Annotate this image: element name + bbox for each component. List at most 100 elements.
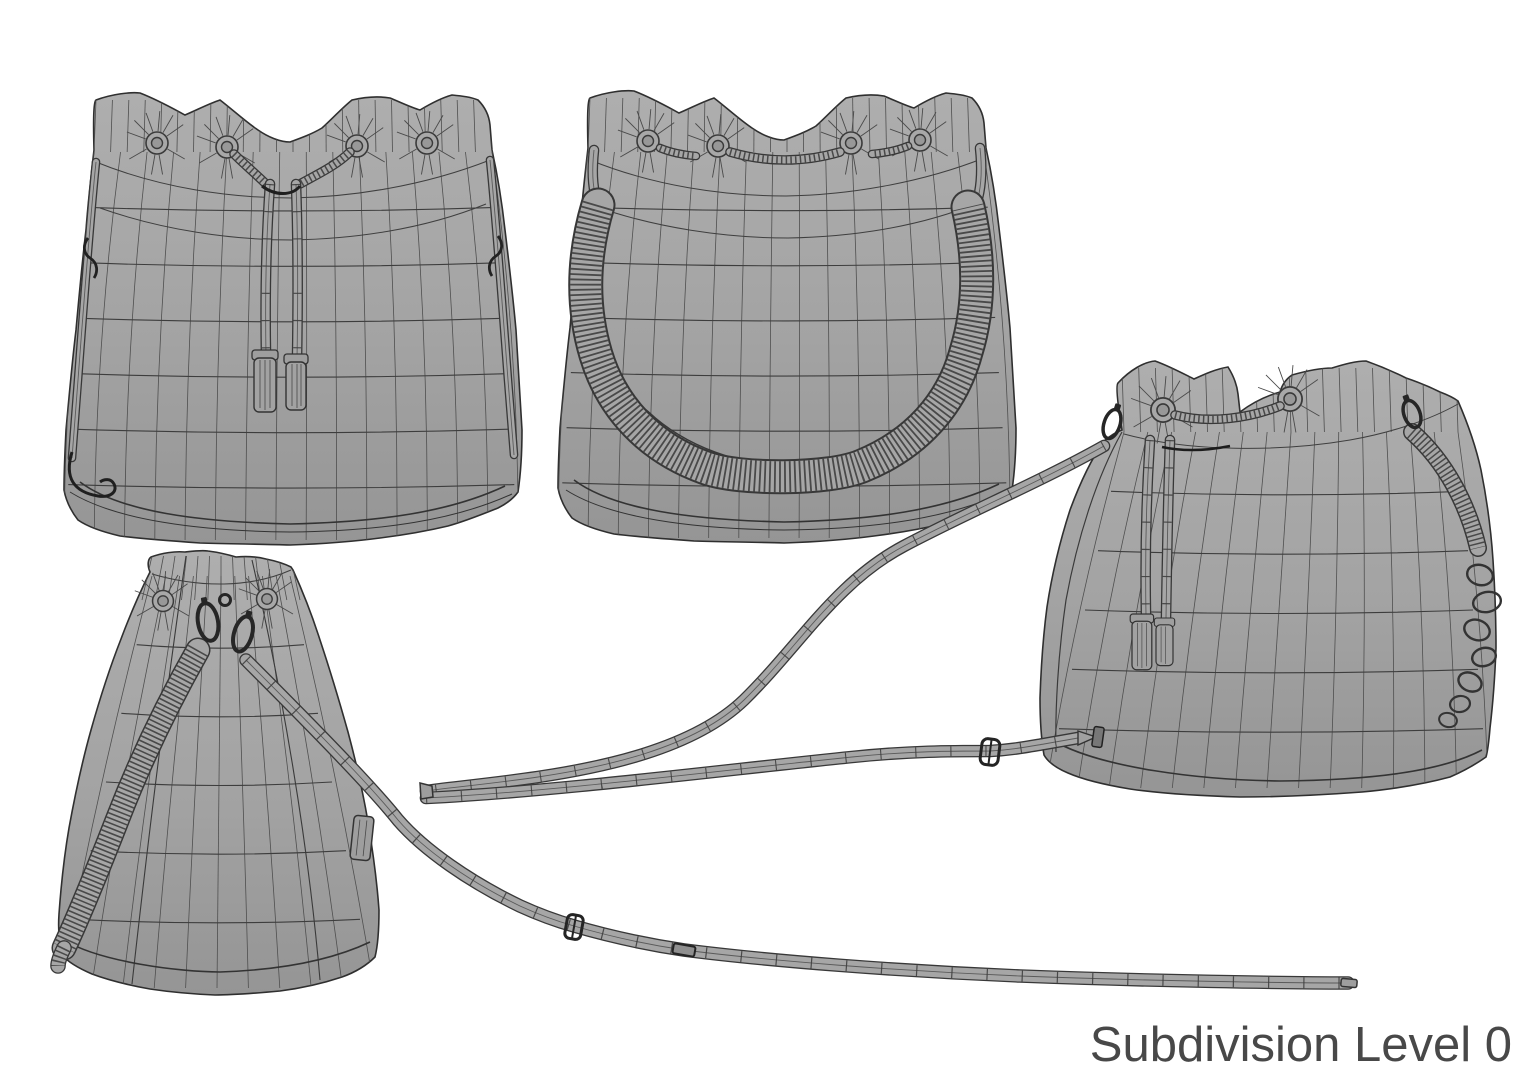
strap-tip — [419, 782, 434, 800]
pleat-line — [351, 157, 356, 178]
pleat-line — [436, 124, 454, 137]
wire-line-vertical — [143, 99, 146, 153]
drawcord — [295, 147, 355, 189]
wire-line-vertical — [1409, 431, 1426, 789]
pleat-line — [166, 124, 184, 137]
tube-body — [51, 941, 71, 973]
pleat-line — [245, 577, 260, 592]
wire-line-vertical — [885, 97, 887, 153]
wire-line-vertical — [289, 575, 375, 989]
crown-pleats — [396, 111, 455, 175]
wire-line-vertical — [904, 151, 921, 539]
wire-line-vertical — [1203, 431, 1244, 789]
tube-centerline — [245, 659, 1349, 984]
carabiner — [1401, 394, 1423, 430]
pleat-line — [221, 158, 226, 179]
pleat-line — [240, 604, 258, 615]
drawcord — [1170, 401, 1285, 425]
wire-line-horizontal — [68, 484, 515, 489]
pleat-line — [415, 112, 424, 132]
wire-line-vertical — [983, 151, 1011, 539]
wire-line-vertical — [1361, 431, 1365, 789]
pleat-line — [723, 118, 735, 136]
subdivision-level-caption: Subdivision Level 0 — [1089, 1018, 1512, 1072]
body-wire-grid — [1045, 431, 1489, 789]
pleat-line — [432, 115, 444, 133]
bag-body — [1039, 360, 1497, 798]
strap-buckle — [978, 737, 1002, 767]
pleat-line — [168, 574, 179, 592]
pleat-line — [617, 129, 637, 138]
pleat-line — [929, 121, 947, 134]
wire-line-vertical — [967, 97, 970, 153]
long-shoulder-strap — [239, 653, 1355, 990]
pleat-line — [256, 570, 264, 589]
wire-line-horizontal — [1071, 668, 1479, 674]
crown-seam — [589, 157, 985, 197]
wire-line-horizontal — [575, 316, 996, 322]
pleat-line — [930, 145, 948, 157]
pleat-line — [1156, 422, 1162, 444]
wire-line-vertical — [620, 97, 624, 153]
pleat-line — [653, 113, 665, 131]
pleat-line — [1300, 379, 1319, 392]
pleat-line — [1283, 411, 1289, 433]
wire-line-vertical — [1205, 367, 1208, 433]
drawstring-cord — [1160, 434, 1176, 624]
pleat-line — [719, 157, 724, 178]
wire-line-vertical — [110, 99, 113, 153]
cord-bend — [1161, 444, 1231, 452]
wire-line-vertical — [207, 555, 210, 601]
pleat-line — [261, 609, 266, 629]
strap-buckle — [563, 913, 585, 941]
wire-line-vertical — [465, 151, 489, 541]
tube-centerline — [425, 737, 1079, 799]
wire-line-vertical — [934, 97, 937, 153]
drawstring-tassel — [1129, 613, 1155, 671]
pleat-line — [167, 148, 185, 160]
wire-line-vertical — [374, 99, 377, 153]
pleat-line — [636, 110, 645, 130]
crown-seam — [99, 203, 487, 241]
pleat-line — [828, 120, 843, 135]
pleat-line — [204, 124, 219, 139]
pleat-line — [914, 151, 919, 172]
wire-line-vertical — [648, 151, 668, 539]
base-seam — [69, 491, 513, 533]
crown-seam — [593, 201, 981, 239]
bag-front-view — [63, 91, 523, 546]
pleat-line — [687, 134, 707, 143]
pleat-line — [326, 134, 346, 143]
grommet — [908, 128, 932, 152]
wire-line-vertical — [950, 97, 954, 153]
wire-line-vertical — [181, 555, 187, 601]
pleat-line — [421, 154, 426, 175]
wire-line-vertical — [456, 99, 460, 153]
tube-hatch — [298, 149, 353, 188]
wire-line-vertical — [412, 151, 428, 541]
pleat-line — [158, 154, 163, 175]
wire-line-horizontal — [1058, 728, 1484, 733]
pleat-line — [134, 120, 149, 135]
wire-line-horizontal — [579, 261, 992, 267]
chain-strap — [51, 637, 211, 961]
pleat-line — [157, 611, 162, 631]
wire-line-vertical — [1355, 367, 1359, 433]
pleat-line — [171, 583, 188, 596]
pleat-line — [889, 128, 909, 137]
chain-strap-end — [50, 940, 72, 974]
wire-line-vertical — [617, 151, 642, 539]
wire-line-vertical — [703, 97, 706, 153]
drawstring-tassel — [283, 353, 309, 411]
pleat-line — [897, 117, 912, 132]
wire-line-vertical — [93, 151, 121, 541]
wire-line-vertical — [1386, 431, 1395, 789]
base-seam — [1051, 739, 1483, 782]
pleat-line — [1301, 405, 1320, 417]
pleat-line — [620, 146, 638, 158]
wire-line-vertical — [214, 151, 228, 541]
wire-line-vertical — [1322, 367, 1325, 433]
pleat-line — [1173, 390, 1192, 403]
pleat-line — [1265, 374, 1282, 391]
tube-centerline — [295, 183, 299, 361]
